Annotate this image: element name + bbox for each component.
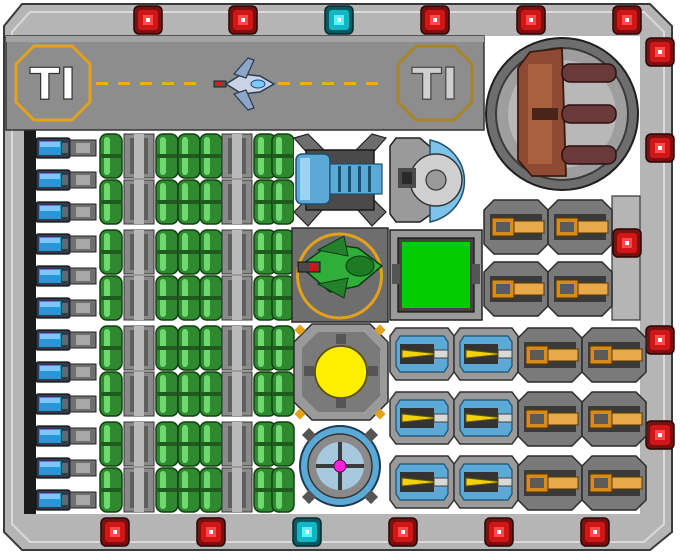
socket-bottom-4[interactable] — [388, 517, 418, 547]
battery-7[interactable] — [35, 329, 97, 351]
emblem-right-label: TI — [412, 59, 458, 110]
cannon-weapon-2[interactable] — [547, 199, 613, 255]
battery-8[interactable] — [35, 361, 97, 383]
laser-weapon-3[interactable] — [389, 391, 455, 445]
socket-top-1[interactable] — [133, 5, 163, 35]
cannon-weapon-5[interactable] — [517, 327, 583, 383]
laser-weapons — [389, 327, 519, 509]
socket-right-4[interactable] — [645, 325, 675, 355]
fighter-ship-icon[interactable] — [213, 57, 276, 111]
cockpit-icon[interactable] — [389, 136, 480, 224]
command-pod-icon[interactable] — [291, 227, 389, 323]
socket-top-4[interactable] — [420, 5, 450, 35]
laser-weapon-2[interactable] — [453, 327, 519, 381]
cannon-weapon-1[interactable] — [483, 199, 549, 255]
socket-top-3[interactable] — [324, 5, 354, 35]
socket-bottom-3[interactable] — [292, 517, 322, 547]
socket-right-5[interactable] — [645, 420, 675, 450]
warp-core-icon[interactable] — [299, 425, 381, 507]
green-screen-icon[interactable] — [389, 229, 483, 321]
battery-1[interactable] — [35, 137, 97, 159]
hangar-emblem-right: TI — [396, 44, 474, 122]
battery-12[interactable] — [35, 489, 97, 511]
socket-bottom-6[interactable] — [580, 517, 610, 547]
hangar-bay: TI TI — [5, 35, 485, 131]
battery-4[interactable] — [35, 233, 97, 255]
cannon-weapon-10[interactable] — [581, 455, 647, 511]
battery-11[interactable] — [35, 457, 97, 479]
cannon-weapon-6[interactable] — [581, 327, 647, 383]
emblem-left-label: TI — [30, 59, 76, 110]
socket-top-6[interactable] — [612, 5, 642, 35]
thruster-icon[interactable] — [292, 133, 388, 227]
laser-weapon-4[interactable] — [453, 391, 519, 445]
socket-top-5[interactable] — [516, 5, 546, 35]
socket-right-1[interactable] — [645, 37, 675, 67]
battery-10[interactable] — [35, 425, 97, 447]
hangar-emblem-left: TI — [14, 44, 92, 122]
landing-line — [96, 82, 378, 85]
battery-9[interactable] — [35, 393, 97, 415]
socket-bottom-1[interactable] — [100, 517, 130, 547]
cannon-weapon-8[interactable] — [581, 391, 647, 447]
socket-right-2[interactable] — [645, 133, 675, 163]
battery-3[interactable] — [35, 201, 97, 223]
laser-weapon-1[interactable] — [389, 327, 455, 381]
cannon-weapon-9[interactable] — [517, 455, 583, 511]
socket-right-3[interactable] — [612, 228, 642, 258]
socket-top-2[interactable] — [228, 5, 258, 35]
laser-weapon-6[interactable] — [453, 455, 519, 509]
socket-bottom-2[interactable] — [196, 517, 226, 547]
turret-icon[interactable] — [485, 37, 639, 191]
socket-bottom-5[interactable] — [484, 517, 514, 547]
cannon-weapon-7[interactable] — [517, 391, 583, 447]
cannon-weapon-3[interactable] — [483, 261, 549, 317]
battery-5[interactable] — [35, 265, 97, 287]
cannon-weapon-4[interactable] — [547, 261, 613, 317]
laser-weapon-5[interactable] — [389, 455, 455, 509]
reactor-icon[interactable] — [293, 323, 389, 421]
battery-6[interactable] — [35, 297, 97, 319]
battery-2[interactable] — [35, 169, 97, 191]
